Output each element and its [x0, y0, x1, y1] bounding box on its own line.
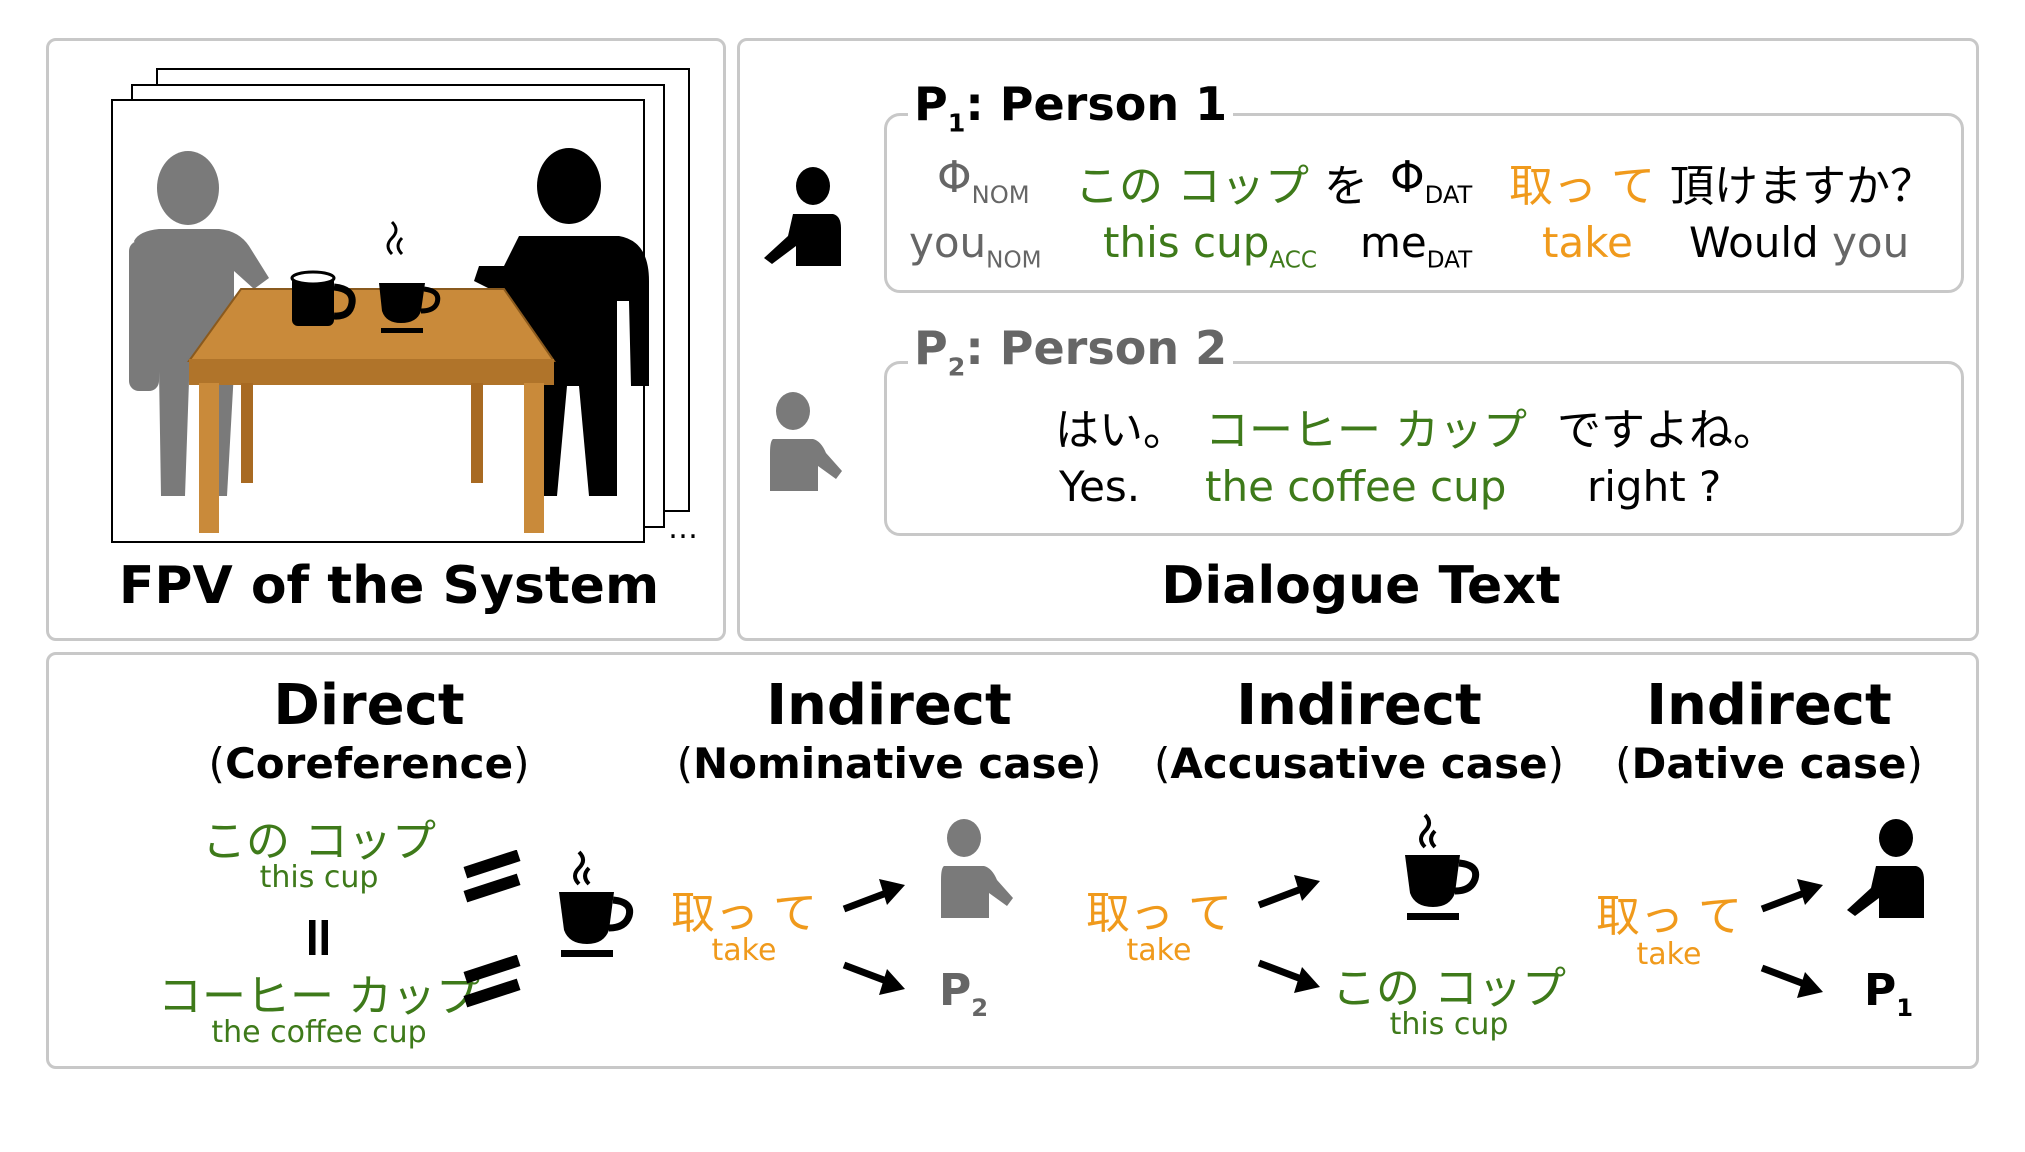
nominative-title: Indirect: [609, 673, 1169, 738]
fpv-scene: [49, 41, 729, 644]
direct-subtitle: (Coreference): [99, 739, 639, 788]
direct-title: Direct: [99, 673, 639, 738]
p1-en-you: youNOM: [909, 218, 1042, 273]
nominative-subtitle: (Nominative case): [609, 739, 1169, 788]
fpv-ellipsis: …: [668, 511, 698, 546]
accusative-target-en: this cup: [1299, 1007, 1599, 1042]
p2-jp-coffee-cup: コーヒー カップ: [1205, 394, 1527, 458]
p2-bubble: はい。 コーヒー カップ ですよね。 Yes. the coffee cup r…: [884, 361, 1964, 536]
accusative-jp-take: 取っ て: [1059, 877, 1259, 941]
dative-jp-take: 取っ て: [1569, 880, 1769, 944]
p2-speaker-label: P2: Person 2: [908, 321, 1233, 381]
accusative-en-take: take: [1059, 933, 1259, 968]
accusative-subtitle: (Accusative case): [1099, 739, 1619, 788]
person-black-icon: [758, 166, 848, 266]
p2-en-right: right ?: [1587, 462, 1721, 511]
equals-icon: [459, 955, 529, 1015]
p2-jp-right: ですよね。: [1557, 394, 1777, 458]
p2-en-yes: Yes.: [1059, 462, 1140, 511]
dative-title: Indirect: [1569, 673, 1969, 738]
p1-en-would: Would you: [1689, 218, 1909, 267]
p1-jp-take: 取っ て: [1509, 150, 1655, 214]
p2-jp-yes: はい。: [1055, 394, 1187, 458]
person-gray-icon: [758, 391, 848, 491]
p1-en-me: meDAT: [1360, 218, 1472, 273]
p2-en-coffee-cup: the coffee cup: [1205, 462, 1506, 511]
p1-jp-wo: を: [1324, 150, 1368, 214]
person-gray-icon: [929, 818, 1019, 918]
p1-jp-would: 頂けますか？: [1670, 150, 1934, 214]
dative-target: P1: [1864, 965, 1913, 1022]
arrow-icon: [1757, 960, 1827, 1000]
relations-panel: Direct (Coreference) この コップ this cup = コ…: [46, 652, 1979, 1069]
p1-bubble: ΦNOM この コップ を ΦDAT 取っ て 頂けますか？ youNOM th…: [884, 113, 1964, 293]
nominative-jp-take: 取っ て: [644, 877, 844, 941]
coffee-cup-icon: [1395, 813, 1485, 923]
arrow-icon: [839, 957, 909, 997]
equals-icon: [459, 850, 529, 910]
dialogue-caption: Dialogue Text: [740, 556, 1982, 616]
arrow-icon: [1757, 877, 1827, 917]
arrow-icon: [839, 877, 909, 917]
nominative-target: P2: [939, 965, 988, 1022]
direct-en-bottom: the coffee cup: [89, 1015, 549, 1050]
dative-en-take: take: [1569, 937, 1769, 972]
fpv-caption: FPV of the System: [49, 556, 729, 616]
nominative-en-take: take: [644, 933, 844, 968]
dative-subtitle: (Dative case): [1569, 739, 1969, 788]
fpv-panel: … FPV of the System: [46, 38, 726, 641]
p1-jp-phi-dat: ΦDAT: [1390, 152, 1472, 209]
person-black-icon: [1841, 818, 1931, 918]
p1-en-this-cup: this cupACC: [1103, 218, 1317, 273]
p1-speaker-label: P1: Person 1: [908, 77, 1233, 137]
p1-jp-this-cup: この コップ: [1075, 150, 1309, 214]
dialogue-panel: ΦNOM この コップ を ΦDAT 取っ て 頂けますか？ youNOM th…: [737, 38, 1979, 641]
coffee-cup-icon: [549, 850, 639, 960]
arrow-icon: [1254, 873, 1324, 913]
p1-en-take: take: [1542, 218, 1633, 267]
accusative-title: Indirect: [1099, 673, 1619, 738]
p1-jp-phi-nom: ΦNOM: [937, 152, 1030, 209]
